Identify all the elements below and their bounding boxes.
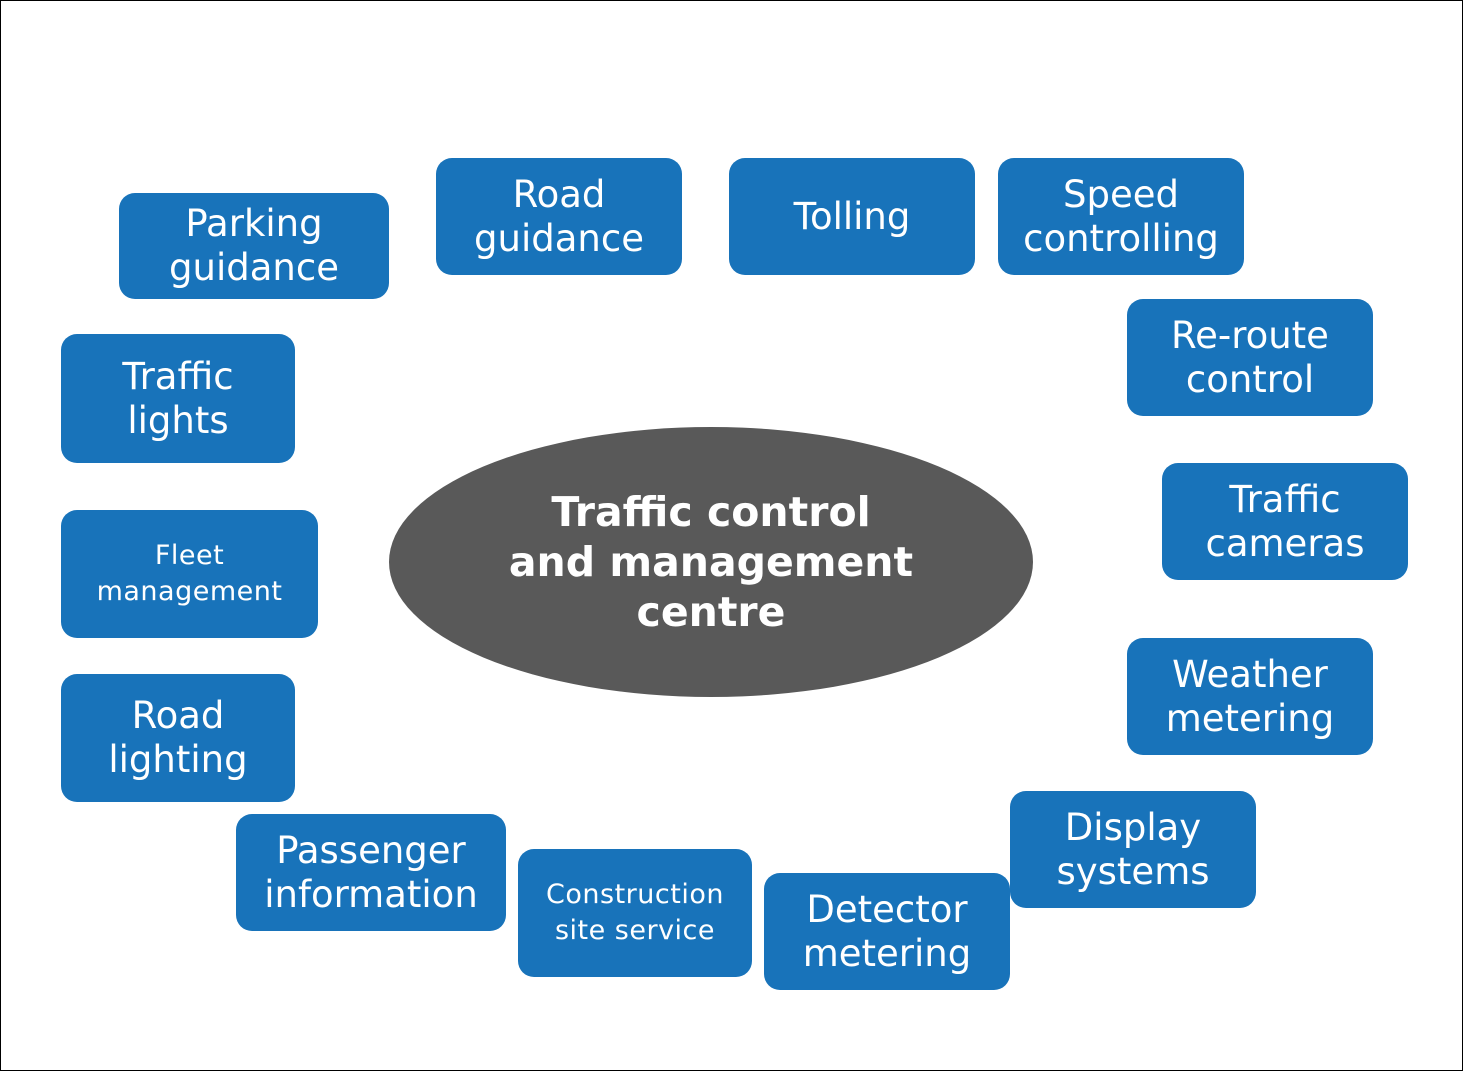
- node-display-systems: Display systems: [1010, 791, 1256, 908]
- node-fleet-management: Fleet management: [61, 510, 318, 638]
- node-weather-metering: Weather metering: [1127, 638, 1373, 755]
- central-ellipse-traffic-control-centre: Traffic control and management centre: [389, 427, 1033, 697]
- node-parking-guidance: Parking guidance: [119, 193, 389, 299]
- node-traffic-lights: Traffic lights: [61, 334, 295, 463]
- node-re-route-control: Re-route control: [1127, 299, 1373, 416]
- node-passenger-information: Passenger information: [236, 814, 506, 931]
- node-tolling: Tolling: [729, 158, 975, 275]
- node-speed-controlling: Speed controlling: [998, 158, 1244, 275]
- node-traffic-cameras: Traffic cameras: [1162, 463, 1408, 580]
- node-construction-site-service: Construction site service: [518, 849, 752, 977]
- node-road-guidance: Road guidance: [436, 158, 682, 275]
- node-road-lighting: Road lighting: [61, 674, 295, 802]
- node-detector-metering: Detector metering: [764, 873, 1010, 990]
